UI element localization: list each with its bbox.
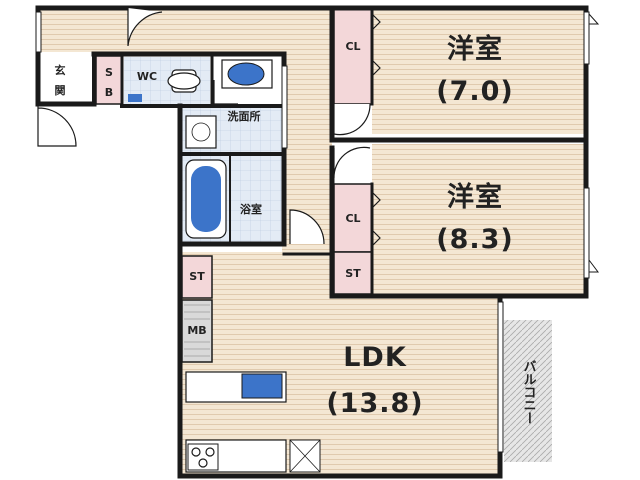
entrance-label-1: 玄 [55, 63, 66, 77]
closet-1-label: CL [345, 40, 360, 53]
western-room-2-size: (8.3) [436, 224, 514, 255]
floor-hallway [40, 10, 332, 52]
bathtub-basin [191, 166, 221, 232]
shoe-box-label-1: S [105, 66, 113, 79]
bathroom-label: 浴室 [240, 202, 262, 216]
ldk-name: LDK [343, 342, 407, 373]
washbasin [227, 62, 265, 86]
western-room-1-name: 洋室 [447, 33, 503, 65]
toilet-bowl [167, 72, 201, 90]
storage-1-label: ST [189, 270, 205, 283]
fixtures [128, 59, 321, 473]
floor-entrance [40, 52, 94, 104]
wc-sink [128, 94, 142, 102]
meter-box-block [181, 299, 213, 363]
stove [187, 443, 219, 471]
storage-1-block [181, 255, 213, 299]
floor-balcony [504, 320, 552, 462]
washer-pan [185, 115, 217, 149]
doors [37, 8, 381, 247]
washroom-label: 洗面所 [228, 109, 261, 123]
room-labels: 洋室 (7.0) 洋室 (8.3) LDK (13.8) CL CL ST ST… [55, 33, 537, 425]
closet-1-block [333, 7, 373, 105]
wc-label: WC [137, 70, 157, 83]
western-room-2-name: 洋室 [447, 181, 503, 213]
closet-2-label: CL [345, 212, 360, 225]
meter-box-label: MB [187, 324, 206, 337]
western-room-1-size: (7.0) [436, 76, 514, 107]
floor-western-room-1 [372, 10, 586, 134]
entrance-label-2: 関 [55, 84, 66, 97]
windows [35, 11, 600, 453]
balcony-label: バルコニー [521, 360, 537, 425]
storage-2-label: ST [345, 267, 361, 280]
ldk-size: (13.8) [326, 388, 423, 419]
shoe-box-label-2: B [105, 86, 113, 99]
kitchen-sink [241, 373, 283, 399]
